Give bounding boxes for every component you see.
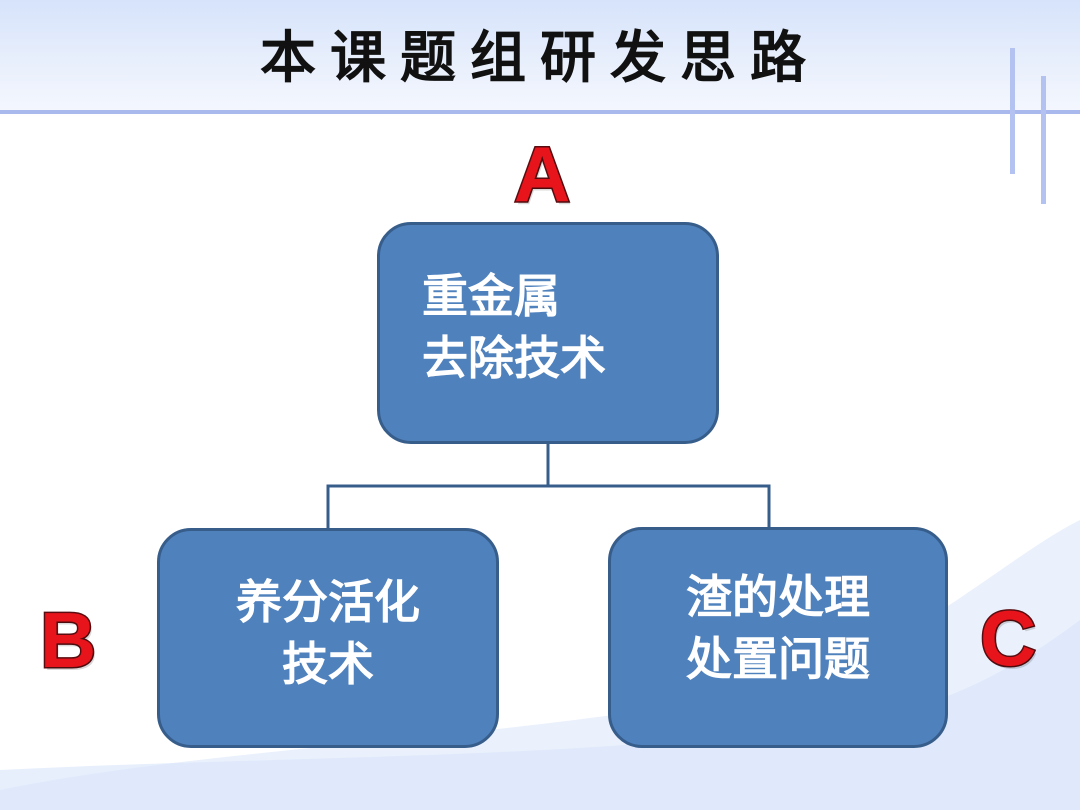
node-nutrient-activation: 养分活化 技术 [157,528,499,748]
header-band [0,0,1080,112]
node-text-line: 养分活化 [236,575,420,629]
marker-b: B [38,596,97,684]
decorative-bar-2 [1041,76,1046,204]
node-text-line: 渣的处理 [686,570,870,624]
node-text-line: 技术 [282,637,374,691]
node-text-line: 重金属 [422,269,560,323]
page-title: 本课题组研发思路 [260,25,820,91]
header-rule [0,110,1080,114]
node-text-line: 去除技术 [422,331,606,385]
marker-a: A [512,130,571,218]
decorative-bar-1 [1010,48,1015,174]
node-residue-disposal: 渣的处理 处置问题 [608,527,948,748]
node-heavy-metal-removal: 重金属 去除技术 [377,222,719,444]
node-text-line: 处置问题 [686,632,870,686]
marker-c: C [978,594,1037,682]
